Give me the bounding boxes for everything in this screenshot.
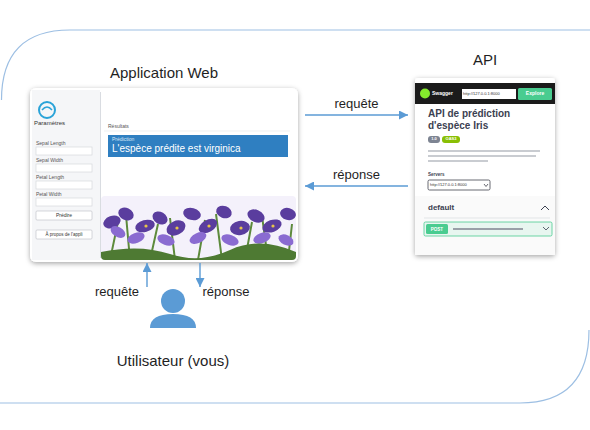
user-icon [161, 289, 185, 313]
button [36, 230, 92, 239]
select-chevron [484, 184, 488, 187]
description-line [428, 150, 540, 152]
flower-background [101, 196, 296, 260]
app-screenshot [30, 88, 298, 262]
arrow-connector [305, 185, 408, 186]
collapse-chevron [541, 206, 549, 210]
user-node: Utilisateur (vous) [108, 288, 238, 372]
arrow-connector [199, 263, 200, 287]
tag-title: default [428, 203, 488, 212]
badge-label: 1.0 [428, 137, 440, 142]
node-title: API [415, 51, 555, 68]
edge-label: réponse [333, 168, 380, 183]
description-line [428, 155, 536, 157]
version-badge [442, 136, 460, 143]
input-field [36, 181, 92, 189]
url-text: http://127.0.0.1:8000 [463, 92, 516, 97]
prediction-box: PrédictionL'espèce prédite est virginica [108, 135, 288, 157]
sidebar-panel [32, 90, 100, 260]
url-input [462, 89, 516, 99]
arrow-connector [305, 114, 408, 115]
url-text: http://127.0.0.1:8000 [430, 183, 484, 188]
input-field [36, 147, 92, 155]
operations-section [415, 196, 555, 255]
user-icon [150, 314, 196, 328]
description-line [428, 160, 488, 162]
method-label: POST [426, 227, 448, 232]
api-title: API de prédiction d'espèce Iris [428, 108, 552, 131]
operation-row [424, 222, 552, 236]
version-badge [428, 136, 440, 143]
section-title: Résultats [108, 124, 168, 130]
app-logo [39, 102, 55, 118]
button [36, 211, 92, 220]
field-label: Sepal Length [36, 141, 92, 147]
swagger-logo [420, 89, 430, 99]
explore-button [518, 88, 552, 100]
field-label: Petal Width [36, 192, 92, 198]
arrow-connector [146, 263, 147, 287]
panel-title: Paramètres [34, 120, 98, 127]
swagger-header [415, 83, 555, 104]
button-label: À propos de l'appli [36, 232, 92, 237]
method-badge [426, 224, 448, 234]
iris-illustration [101, 196, 296, 260]
section-divider [424, 218, 550, 219]
api-node: API [415, 48, 555, 255]
badge-label: OAS3 [442, 137, 460, 142]
operation-summary [453, 228, 523, 230]
user-label: Utilisateur (vous) [108, 352, 238, 369]
app-logo [42, 107, 52, 110]
input-field [36, 164, 92, 172]
swagger-brand: Swagger [432, 91, 460, 97]
sidebar-divider [100, 92, 101, 258]
flower-leaves [101, 243, 296, 260]
server-select [428, 180, 490, 190]
section-divider [104, 131, 290, 132]
edge-label: réponse [203, 285, 250, 300]
button-label: Explore [518, 91, 552, 97]
operation-chevron [543, 227, 549, 230]
node-title: Application Web [30, 64, 298, 81]
prediction-result: L'espèce prédite est virginica [112, 143, 286, 155]
edge-label: requête [95, 285, 139, 300]
field-label: Petal Length [36, 175, 92, 181]
field-label: Sepal Width [36, 158, 92, 164]
frame-border [0, 330, 589, 403]
api-screenshot [415, 78, 555, 255]
input-field [36, 198, 92, 206]
prediction-heading: Prédiction [112, 137, 284, 143]
servers-label: Servers [428, 172, 468, 177]
button-label: Prédire [36, 213, 92, 219]
web-app-node: Application WebPrédictionL'espèce prédit… [30, 60, 298, 262]
edge-label: requête [334, 97, 378, 112]
flower-centers [144, 224, 274, 229]
